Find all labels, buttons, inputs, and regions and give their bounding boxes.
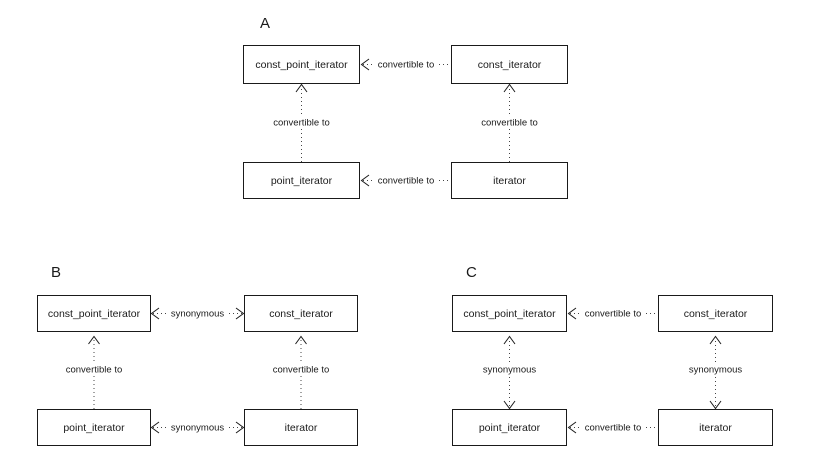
arrowhead-right-icon	[235, 307, 245, 320]
panel-b-edge-bottom-horizontal[interactable]: synonymous	[150, 421, 245, 434]
arrowhead-left-icon	[150, 307, 160, 320]
edge-label: convertible to	[481, 118, 538, 129]
edge-label: convertible to	[378, 176, 435, 187]
panel-b: B const_point_iterator const_iterator po…	[37, 264, 358, 446]
arrowhead-up-icon	[295, 83, 308, 93]
panel-c-node-point-iterator[interactable]: point_iterator	[452, 409, 567, 446]
arrowhead-left-icon	[567, 307, 577, 320]
edge-label: convertible to	[585, 423, 642, 434]
edge-label-backdrop	[373, 58, 439, 71]
panel-c-node-const-point-iterator[interactable]: const_point_iterator	[452, 295, 567, 332]
panel-a-edge-top-horizontal[interactable]: convertible to	[360, 58, 452, 71]
arrowhead-left-icon	[360, 174, 370, 187]
node-label: point_iterator	[271, 175, 333, 187]
panel-c-edge-bottom-horizontal[interactable]: convertible to	[567, 421, 659, 434]
panel-b-node-point-iterator[interactable]: point_iterator	[37, 409, 151, 446]
node-box	[452, 409, 567, 446]
edge-label-backdrop	[680, 363, 751, 376]
arrowhead-left-icon	[360, 58, 370, 71]
edge-label: synonymous	[171, 423, 225, 434]
node-box	[243, 45, 360, 84]
panel-b-edge-right-vertical[interactable]: convertible to	[263, 335, 339, 410]
node-box	[37, 409, 151, 446]
arrowhead-left-icon	[150, 421, 160, 434]
edge-label-backdrop	[580, 421, 646, 434]
panel-b-edge-left-vertical[interactable]: convertible to	[56, 335, 132, 410]
arrowhead-up-icon	[503, 335, 516, 345]
edge-label: synonymous	[483, 365, 537, 376]
node-label: point_iterator	[63, 422, 125, 434]
edge-label: convertible to	[378, 60, 435, 71]
panel-a-node-const-iterator[interactable]: const_iterator	[451, 45, 568, 84]
panel-c-node-iterator[interactable]: iterator	[658, 409, 773, 446]
node-box	[658, 295, 773, 332]
edge-label-backdrop	[373, 174, 439, 187]
arrowhead-down-icon	[709, 400, 722, 410]
arrowhead-down-icon	[503, 400, 516, 410]
edge-label-backdrop	[580, 307, 646, 320]
panel-a: A const_point_iterator const_iterator po…	[243, 15, 568, 199]
node-label: iterator	[699, 422, 732, 434]
node-label: const_iterator	[269, 308, 333, 320]
panel-c-edge-right-vertical[interactable]: synonymous	[680, 335, 751, 410]
panel-a-title: A	[260, 15, 270, 32]
node-box	[451, 45, 568, 84]
edge-label: synonymous	[689, 365, 743, 376]
node-box	[452, 295, 567, 332]
node-box	[451, 162, 568, 199]
node-label: const_point_iterator	[463, 308, 556, 320]
node-box	[37, 295, 151, 332]
edge-label: convertible to	[273, 365, 330, 376]
node-label: iterator	[285, 422, 318, 434]
arrowhead-up-icon	[503, 83, 516, 93]
edge-label-backdrop	[263, 363, 339, 376]
panel-a-node-iterator[interactable]: iterator	[451, 162, 568, 199]
edge-label-backdrop	[167, 421, 228, 434]
edge-label-backdrop	[56, 363, 132, 376]
node-label: const_iterator	[478, 59, 542, 71]
panel-b-node-const-iterator[interactable]: const_iterator	[244, 295, 358, 332]
panel-b-node-iterator[interactable]: iterator	[244, 409, 358, 446]
node-label: const_point_iterator	[48, 308, 141, 320]
node-box	[658, 409, 773, 446]
arrowhead-up-icon	[295, 335, 307, 345]
panel-c-edge-left-vertical[interactable]: synonymous	[474, 335, 545, 410]
panel-c-node-const-iterator[interactable]: const_iterator	[658, 295, 773, 332]
panel-b-title: B	[51, 264, 61, 281]
panel-c: C const_point_iterator const_iterator po…	[452, 264, 773, 446]
panel-c-edge-top-horizontal[interactable]: convertible to	[567, 307, 659, 320]
arrowhead-up-icon	[709, 335, 722, 345]
arrowhead-right-icon	[235, 421, 245, 434]
arrowhead-up-icon	[88, 335, 100, 345]
arrowhead-left-icon	[567, 421, 577, 434]
edge-label: synonymous	[171, 309, 225, 320]
node-box	[243, 162, 360, 199]
node-label: const_point_iterator	[255, 59, 348, 71]
panel-a-edge-bottom-horizontal[interactable]: convertible to	[360, 174, 452, 187]
panel-c-title: C	[466, 264, 477, 281]
node-label: point_iterator	[479, 422, 541, 434]
edge-label-backdrop	[474, 363, 545, 376]
node-box	[244, 409, 358, 446]
panel-a-edge-left-vertical[interactable]: convertible to	[264, 83, 340, 163]
node-box	[244, 295, 358, 332]
panel-a-edge-right-vertical[interactable]: convertible to	[472, 83, 548, 163]
edge-label: convertible to	[66, 365, 123, 376]
edge-label-backdrop	[472, 116, 548, 129]
panel-b-node-const-point-iterator[interactable]: const_point_iterator	[37, 295, 151, 332]
edge-label-backdrop	[264, 116, 340, 129]
edge-label: convertible to	[585, 309, 642, 320]
panel-b-edge-top-horizontal[interactable]: synonymous	[150, 307, 245, 320]
edge-label-backdrop	[167, 307, 228, 320]
panel-a-node-const-point-iterator[interactable]: const_point_iterator	[243, 45, 360, 84]
node-label: const_iterator	[684, 308, 748, 320]
node-label: iterator	[493, 175, 526, 187]
panel-a-node-point-iterator[interactable]: point_iterator	[243, 162, 360, 199]
edge-label: convertible to	[273, 118, 330, 129]
